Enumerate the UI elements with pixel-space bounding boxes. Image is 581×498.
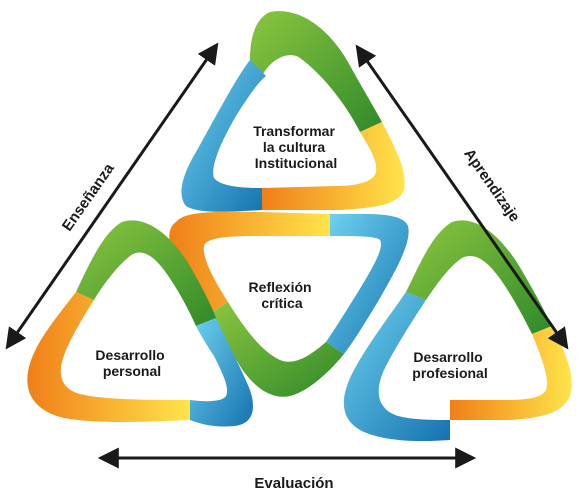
node-right-label: Desarrollo profesional (412, 349, 487, 381)
node-left-label: Desarrollo personal (95, 347, 168, 379)
right-edge-arrow (355, 44, 569, 350)
right-blue-band (343, 292, 450, 442)
left-blue-band (190, 318, 253, 427)
top-green-band (250, 11, 382, 133)
node-top-label: Transformar la cultura Institucional (253, 123, 339, 171)
node-center-label: Reflexión crítica (249, 279, 316, 311)
node-right-shape (343, 220, 572, 442)
right-green-band (406, 220, 552, 334)
left-edge-arrow (5, 42, 219, 350)
right-orange-band (450, 326, 572, 420)
edge-right-label: Aprendizaje (460, 146, 523, 225)
edge-left-label: Enseñanza (59, 160, 118, 234)
node-top-shape (181, 11, 405, 212)
center-green-band (210, 302, 344, 397)
edge-bottom-label: Evaluación (254, 475, 333, 492)
